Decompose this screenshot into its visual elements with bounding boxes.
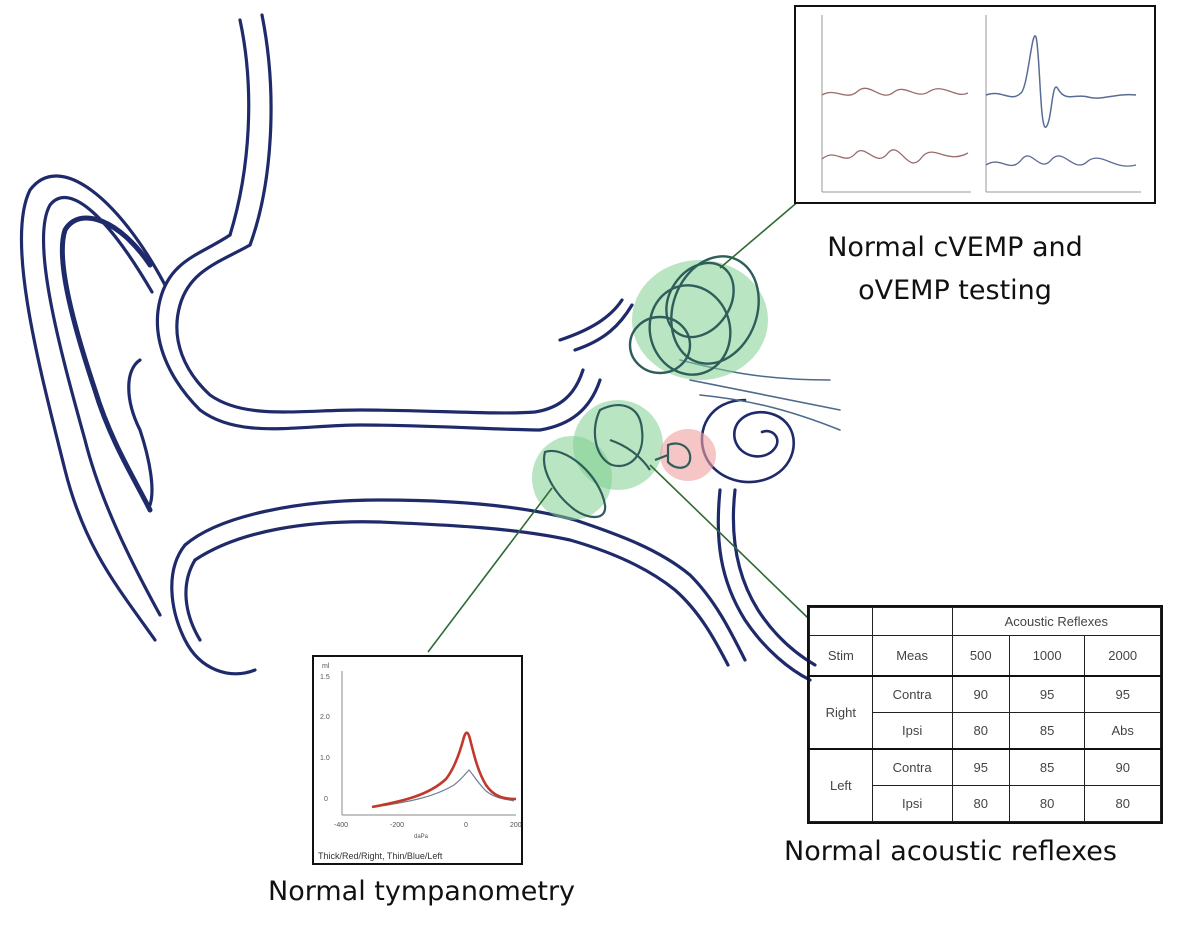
value-cell: 85 — [1008, 747, 1086, 786]
header-stim: Stim — [809, 634, 873, 677]
connector-lines — [427, 199, 809, 653]
eardrum-highlight — [532, 436, 612, 520]
stim-right: Right — [809, 674, 873, 750]
tympanometry-caption: Normal tympanometry — [268, 876, 576, 907]
ovemp-trace-2 — [985, 155, 1137, 167]
tympanogram-legend: Thick/Red/Right, Thin/Blue/Left — [318, 851, 443, 861]
value-cell: 95 — [1084, 674, 1161, 713]
y-tick-label: 2.0 — [320, 714, 330, 721]
ear-outline — [19, 13, 841, 682]
value-cell: 80 — [1008, 784, 1086, 823]
blank-cell — [871, 607, 953, 636]
cvemp-trace-2 — [821, 149, 969, 164]
stim-left: Left — [809, 747, 873, 822]
value-cell: 80 — [951, 784, 1010, 823]
x-tick-label: 0 — [464, 822, 468, 829]
value-cell: 80 — [951, 711, 1010, 750]
ossicles — [542, 404, 692, 518]
vemp-waveform-panel — [794, 5, 1156, 204]
table-title: Acoustic Reflexes — [951, 607, 1162, 636]
value-cell: 90 — [951, 674, 1010, 713]
table-row: Left Contra 95 85 90 — [809, 747, 1161, 822]
x-tick-label: -400 — [334, 822, 348, 829]
vemp-caption-line2: oVEMP testing — [858, 275, 1052, 306]
value-cell: 90 — [1084, 747, 1161, 786]
header-freq: 1000 — [1008, 634, 1086, 677]
right-ear-curve — [371, 731, 517, 809]
y-tick-label: 1.5 — [320, 674, 330, 681]
value-cell: 95 — [951, 747, 1010, 786]
value-cell: 85 — [1008, 711, 1086, 750]
meas-cell: Contra — [871, 747, 953, 786]
vemp-caption: Normal cVEMP and oVEMP testing — [810, 226, 1100, 312]
acoustic-reflex-caption: Normal acoustic reflexes — [784, 836, 1117, 867]
cvemp-trace-1 — [821, 87, 969, 96]
left-ear-curve — [373, 769, 515, 808]
x-unit: daPa — [414, 834, 429, 840]
y-tick-label: 0 — [324, 796, 328, 803]
y-tick-label: 1.0 — [320, 755, 330, 762]
ovemp-trace-1 — [985, 35, 1137, 128]
blank-cell — [809, 607, 873, 636]
acoustic-reflex-table: Acoustic Reflexes Stim Meas 500 1000 200… — [807, 605, 1163, 824]
value-cell: 80 — [1084, 784, 1161, 823]
header-freq: 2000 — [1084, 634, 1161, 677]
y-unit: ml — [322, 663, 330, 670]
meas-cell: Contra — [871, 674, 953, 713]
x-tick-label: -200 — [390, 822, 404, 829]
stapes-highlight — [660, 429, 716, 481]
semicircular-canals — [628, 255, 760, 376]
meas-cell: Ipsi — [871, 711, 953, 750]
x-tick-label: 200 — [510, 822, 521, 829]
value-cell: Abs — [1084, 711, 1161, 750]
vemp-waveforms — [821, 15, 1141, 193]
table-row: Right Contra 90 95 95 — [809, 674, 1161, 750]
header-freq: 500 — [951, 634, 1010, 677]
meas-cell: Ipsi — [871, 784, 953, 823]
vemp-caption-line1: Normal cVEMP and — [827, 232, 1083, 263]
tympanogram-plot: ml 1.5 2.0 1.0 0 -400 -200 0 200 daPa — [320, 663, 522, 840]
table-row: Ipsi 80 80 80 — [810, 784, 1161, 823]
acoustic-reflex-grid: Acoustic Reflexes Stim Meas 500 1000 200… — [809, 607, 1162, 823]
value-cell: 95 — [1008, 674, 1086, 713]
tympanogram-panel: ml 1.5 2.0 1.0 0 -400 -200 0 200 daPa Th… — [312, 655, 523, 865]
header-meas: Meas — [871, 634, 953, 677]
